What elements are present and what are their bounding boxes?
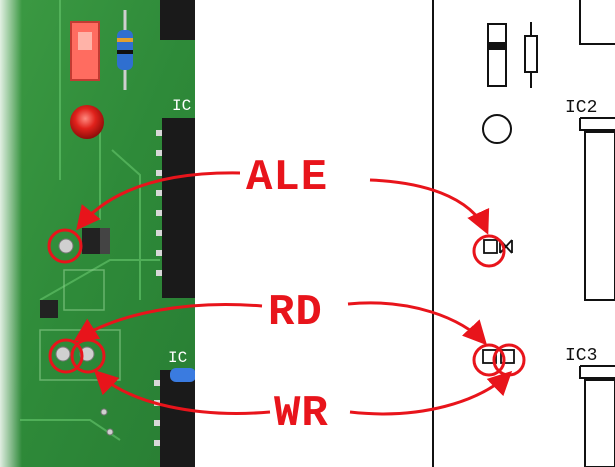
wr-arrow-right [349,370,513,416]
photo-ale-highlight [47,228,83,264]
schematic-ale-pad [483,239,513,254]
schematic-jumper-icon [487,23,507,87]
annotations [47,171,526,416]
pcb-resistor-icon [117,10,133,90]
schematic-ic-upper-label: IC2 [565,98,597,118]
ale-arrow-left [76,171,241,231]
schematic-ic-lower [579,365,615,467]
pcb-photo: IC IC [0,0,202,467]
schematic-ic-upper [579,117,615,301]
schematic-ic-lower-label: IC3 [565,346,597,366]
schematic [432,0,615,467]
rd-arrow-right [347,301,488,346]
schematic-led-icon [482,114,512,144]
rd-arrow-left [73,303,263,342]
pcb-ic-lower-label: IC [168,349,187,367]
wr-arrow-left [93,369,271,415]
ale-arrow-right [369,178,490,235]
pcb-led-icon [70,105,104,139]
schematic-resistor-icon [524,22,538,88]
pcb-switch-icon [70,21,100,81]
pcb-ic-upper-label: IC [172,97,191,115]
ale-label: ALE [246,153,328,203]
rd-label: RD [268,288,323,338]
schematic-ale-highlight [472,234,506,268]
wr-label: WR [274,389,329,439]
schematic-rd-wr-pads [482,349,515,364]
pcb-capacitor-icon [170,368,196,382]
photo-rd-highlight [48,338,84,374]
